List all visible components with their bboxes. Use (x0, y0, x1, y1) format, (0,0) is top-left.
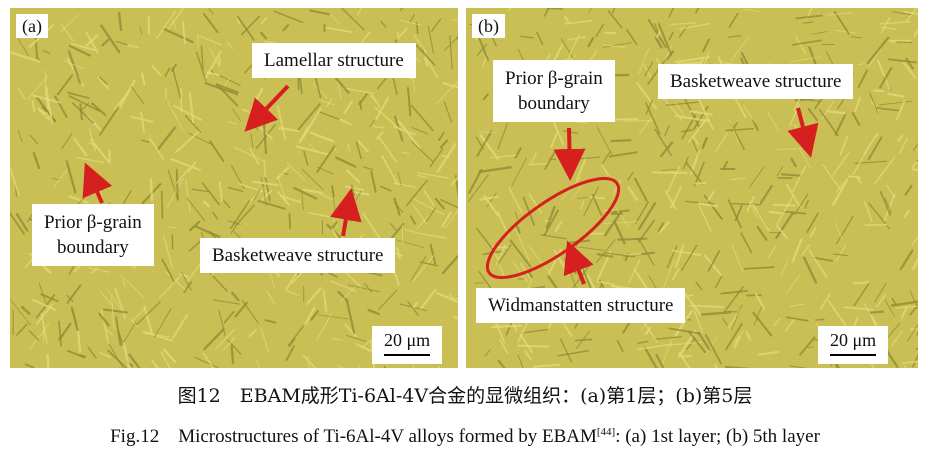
label-prior-beta-line1: Prior β-grain (505, 68, 603, 89)
scale-bar-line (384, 354, 431, 356)
panel-a-tag: (a) (16, 14, 48, 38)
label-prior-beta-boundary-a: Prior β-grain boundary (32, 204, 154, 266)
label-lamellar-structure: Lamellar structure (252, 43, 416, 78)
micrograph-panel-b: (b) Prior β-grain boundary Basketweave s… (466, 8, 918, 368)
scale-bar-a: 20 μm (372, 326, 443, 364)
label-basketweave-structure-a: Basketweave structure (200, 238, 396, 273)
label-prior-beta-line2: boundary (518, 93, 590, 114)
caption-en-tail: : (a) 1st layer; (b) 5th layer (615, 426, 820, 447)
micrograph-panel-a: (a) Lamellar structure Prior β-grain bou… (10, 8, 458, 368)
scale-bar-label: 20 μm (384, 330, 431, 350)
caption-reference: [44] (596, 426, 616, 438)
label-basketweave-structure-b: Basketweave structure (658, 64, 854, 99)
label-prior-beta-boundary-b: Prior β-grain boundary (493, 60, 615, 122)
caption-en-main: Fig.12 Microstructures of Ti-6Al-4V allo… (110, 426, 597, 447)
scale-bar-b: 20 μm (818, 326, 889, 364)
scale-bar-label: 20 μm (830, 330, 877, 350)
scale-bar-line (830, 354, 877, 356)
figure-caption-english: Fig.12 Microstructures of Ti-6Al-4V allo… (0, 421, 930, 448)
label-prior-beta-line1: Prior β-grain (44, 212, 142, 233)
figure-caption-chinese: 图12 EBAM成形Ti-6Al-4V合金的显微组织：(a)第1层；(b)第5层 (177, 385, 753, 407)
label-prior-beta-line2: boundary (57, 237, 129, 258)
label-widmanstatten-structure: Widmanstatten structure (476, 288, 686, 323)
micrograph-texture-a (10, 8, 458, 368)
panel-b-tag: (b) (472, 14, 505, 38)
